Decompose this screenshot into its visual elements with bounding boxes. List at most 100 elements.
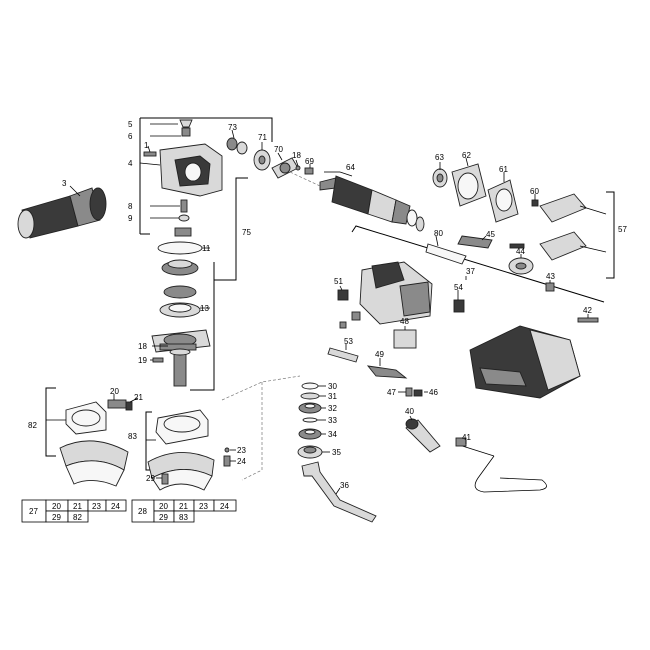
callout-41: 41 <box>462 433 471 442</box>
table27-top-2: 23 <box>92 502 101 511</box>
part-51-switch <box>337 289 349 301</box>
callout-18b: 18 <box>292 151 301 160</box>
callout-19: 19 <box>138 356 147 365</box>
part-54-module <box>453 299 465 313</box>
callout-36: 36 <box>340 481 349 490</box>
callout-5: 5 <box>128 120 133 129</box>
part-1-screw <box>143 151 157 157</box>
callout-48: 48 <box>400 317 409 326</box>
table28-bottom-1: 83 <box>179 513 188 522</box>
callout-63: 63 <box>435 153 444 162</box>
part-20-lever <box>107 399 127 409</box>
table27-bottom-1: 82 <box>73 513 82 522</box>
armature-row: 73 71 70 18 69 64 <box>226 123 425 232</box>
part-6-screw <box>181 127 191 137</box>
part-36-spanner <box>301 461 377 523</box>
guard-set-27: 82 20 21 <box>28 387 143 487</box>
part-41-power-cord <box>455 443 547 493</box>
part-9-washer <box>178 214 190 222</box>
table27-bottom-0: 29 <box>52 513 61 522</box>
callout-35: 35 <box>332 448 341 457</box>
motor-housing: 51 54 48 53 49 47 46 <box>327 261 581 399</box>
callout-8: 8 <box>128 202 133 211</box>
callout-37: 37 <box>466 267 475 276</box>
table28-group: 28 <box>138 507 147 516</box>
flange-set: 30 31 32 33 34 35 36 <box>221 375 377 523</box>
callout-23: 23 <box>237 446 246 455</box>
spindle-assembly: 75 11 13 18 19 <box>138 177 251 391</box>
callout-73: 73 <box>228 123 237 132</box>
guard-set-28: 83 23 24 29 <box>128 409 246 491</box>
table27-top-3: 24 <box>111 502 120 511</box>
power-cord: 40 41 <box>405 407 547 493</box>
callout-44: 44 <box>516 247 525 256</box>
part-23-ball <box>224 447 230 453</box>
bracket-gear-head <box>139 117 273 235</box>
part-64-armature <box>331 175 373 215</box>
callout-64: 64 <box>346 163 355 172</box>
table28-top-0: 20 <box>159 502 168 511</box>
callout-1: 1 <box>144 141 149 150</box>
callout-18a: 18 <box>138 342 147 351</box>
callout-70: 70 <box>274 145 283 154</box>
part-69-screw <box>304 167 314 175</box>
callout-43: 43 <box>546 272 555 281</box>
table27-group: 27 <box>29 507 38 516</box>
callout-20: 20 <box>110 387 119 396</box>
callout-32: 32 <box>328 404 337 413</box>
callout-80: 80 <box>434 229 443 238</box>
callout-82: 82 <box>28 421 37 430</box>
callout-62: 62 <box>462 151 471 160</box>
part-5-spring <box>179 119 193 128</box>
part-21-screw <box>125 401 133 411</box>
callout-31: 31 <box>328 392 337 401</box>
kit-table-28: 28 20 21 23 24 29 83 <box>131 499 237 523</box>
callout-47: 47 <box>387 388 396 397</box>
table27-top-0: 20 <box>52 502 61 511</box>
callout-49: 49 <box>375 350 384 359</box>
callout-40: 40 <box>405 407 414 416</box>
part-43-screw <box>545 282 555 292</box>
callout-21: 21 <box>134 393 143 402</box>
control-group: 37 80 45 44 43 42 <box>351 225 605 323</box>
callout-13: 13 <box>200 304 209 313</box>
callout-29: 29 <box>146 474 155 483</box>
part-48-capacitor <box>393 329 417 349</box>
callout-3: 3 <box>62 179 67 188</box>
callout-34: 34 <box>328 430 337 439</box>
table27-top-1: 21 <box>73 502 82 511</box>
callout-45: 45 <box>486 230 495 239</box>
callout-69: 69 <box>305 157 314 166</box>
table28-top-1: 21 <box>179 502 188 511</box>
callout-6: 6 <box>128 132 133 141</box>
callout-4: 4 <box>128 159 133 168</box>
part-11-o-ring <box>157 241 203 255</box>
callout-57: 57 <box>618 225 627 234</box>
brush-assembly: 63 62 61 60 57 <box>432 151 627 279</box>
callout-51: 51 <box>334 277 343 286</box>
part-73 <box>226 137 238 151</box>
kit-table-27: 27 20 21 23 24 29 82 <box>21 499 127 523</box>
callout-24: 24 <box>237 457 246 466</box>
part-53-strip <box>327 347 359 363</box>
callout-33: 33 <box>328 416 337 425</box>
part-49-lever <box>366 365 408 379</box>
callout-53: 53 <box>344 337 353 346</box>
table28-top-2: 23 <box>199 502 208 511</box>
callout-71: 71 <box>258 133 267 142</box>
part-29-screw <box>161 473 169 485</box>
part-24-spring <box>223 455 231 467</box>
callout-61: 61 <box>499 165 508 174</box>
gear-head-assembly: 5 6 1 4 8 9 <box>128 117 273 237</box>
callout-42: 42 <box>583 306 592 315</box>
callout-46: 46 <box>429 388 438 397</box>
part-80-insulation <box>425 243 467 265</box>
callout-60: 60 <box>530 187 539 196</box>
table28-bottom-0: 29 <box>159 513 168 522</box>
callout-9: 9 <box>128 214 133 223</box>
part-8-pin <box>180 199 188 213</box>
callout-75: 75 <box>242 228 251 237</box>
part-30-washer <box>301 382 319 390</box>
part-42-screw <box>577 317 599 323</box>
